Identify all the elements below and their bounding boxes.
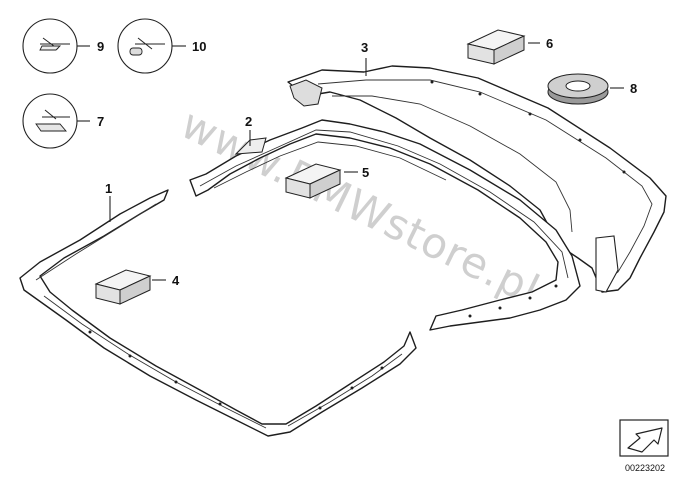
document-number: 00223202 (625, 463, 665, 473)
callout-2: 2 (245, 114, 252, 129)
callout-10: 10 (192, 39, 206, 54)
detail-circle-10 (117, 18, 186, 74)
detail-circle-7 (22, 93, 90, 149)
callout-5: 5 (362, 165, 369, 180)
adhesive-block-icon-4 (94, 269, 152, 305)
detail-circle-9 (22, 18, 90, 74)
seal-frame-2 (189, 119, 581, 331)
callout-6: 6 (546, 36, 553, 51)
pin-detail-icon (39, 37, 70, 51)
adhesive-block-icon-5 (284, 163, 342, 199)
arrow-icon[interactable] (619, 419, 669, 457)
strip-detail-icon (35, 109, 70, 132)
rivet-detail-icon (129, 37, 165, 56)
callout-8: 8 (630, 81, 637, 96)
callout-1: 1 (105, 181, 112, 196)
adhesive-block-icon-6 (466, 29, 526, 65)
seal-frame-3 (287, 65, 667, 293)
callout-7: 7 (97, 114, 104, 129)
seal-frame-1 (19, 189, 417, 437)
callout-4: 4 (172, 273, 180, 288)
tape-roll-icon-8 (547, 73, 609, 105)
callout-3: 3 (361, 40, 368, 55)
callout-9: 9 (97, 39, 104, 54)
